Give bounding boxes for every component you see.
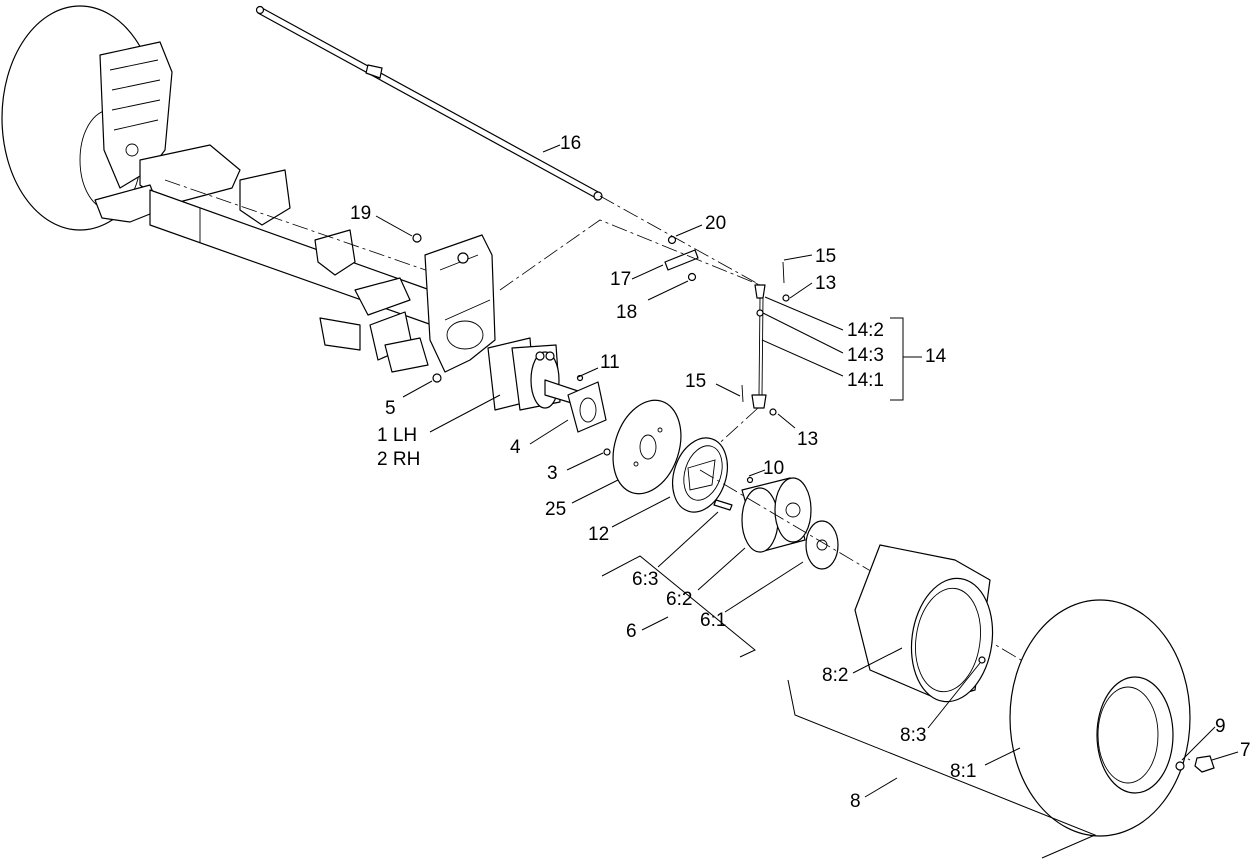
callout-2-rh: 2 RH xyxy=(377,449,420,470)
callout-17: 17 xyxy=(610,269,631,290)
spacer-plate-illustration xyxy=(567,374,611,456)
callout-25: 25 xyxy=(545,499,566,520)
callout-14: 14 xyxy=(925,346,947,367)
callout-14-1: 14:1 xyxy=(847,370,884,391)
brake-drum-illustration xyxy=(699,469,1191,761)
callout-labels: 16 19 20 17 18 15 13 14:2 14:3 14:1 14 1… xyxy=(350,133,1251,812)
hydraulic-motor-illustration xyxy=(487,337,591,411)
callout-13-upper: 13 xyxy=(815,273,836,294)
tire-illustration xyxy=(1009,599,1191,837)
callout-20: 20 xyxy=(705,213,726,234)
callout-1-lh: 1 LH xyxy=(377,425,417,446)
callout-6-3: 6:3 xyxy=(632,569,658,590)
callout-13-lower: 13 xyxy=(797,429,818,450)
callout-10: 10 xyxy=(763,458,784,479)
callout-15-lower: 15 xyxy=(685,371,706,392)
callout-6-2: 6:2 xyxy=(666,589,692,610)
callout-8: 8 xyxy=(850,791,861,812)
callout-8-1: 8:1 xyxy=(950,761,976,782)
callout-15-upper: 15 xyxy=(815,246,836,267)
callout-7: 7 xyxy=(1240,740,1251,761)
callout-8-2: 8:2 xyxy=(822,665,848,686)
brake-assembly-illustration xyxy=(672,437,754,513)
left-tire-illustration xyxy=(1,5,173,231)
link-bracket-illustration xyxy=(412,219,761,291)
brake-disc-illustration xyxy=(612,399,682,495)
callout-5: 5 xyxy=(385,398,396,419)
callout-3: 3 xyxy=(547,463,558,484)
callout-14-3: 14:3 xyxy=(847,345,884,366)
callout-6-1: 6:1 xyxy=(700,610,726,631)
callout-6: 6 xyxy=(626,621,637,642)
lug-nut-illustration xyxy=(1175,755,1215,773)
callout-11: 11 xyxy=(600,352,620,373)
callout-16: 16 xyxy=(560,133,581,154)
upper-rod-illustration xyxy=(255,5,761,286)
leader-lines xyxy=(375,144,1239,859)
motor-mount-plate-illustration xyxy=(424,234,496,383)
callout-4: 4 xyxy=(510,437,521,458)
callout-9: 9 xyxy=(1215,716,1226,737)
wheel-rim-illustration xyxy=(854,544,994,703)
axle-frame-illustration xyxy=(94,144,441,373)
callout-14-2: 14:2 xyxy=(847,320,884,341)
callout-12: 12 xyxy=(588,524,609,545)
callout-18: 18 xyxy=(616,302,637,323)
callout-8-3: 8:3 xyxy=(900,725,926,746)
callout-19: 19 xyxy=(350,203,371,224)
